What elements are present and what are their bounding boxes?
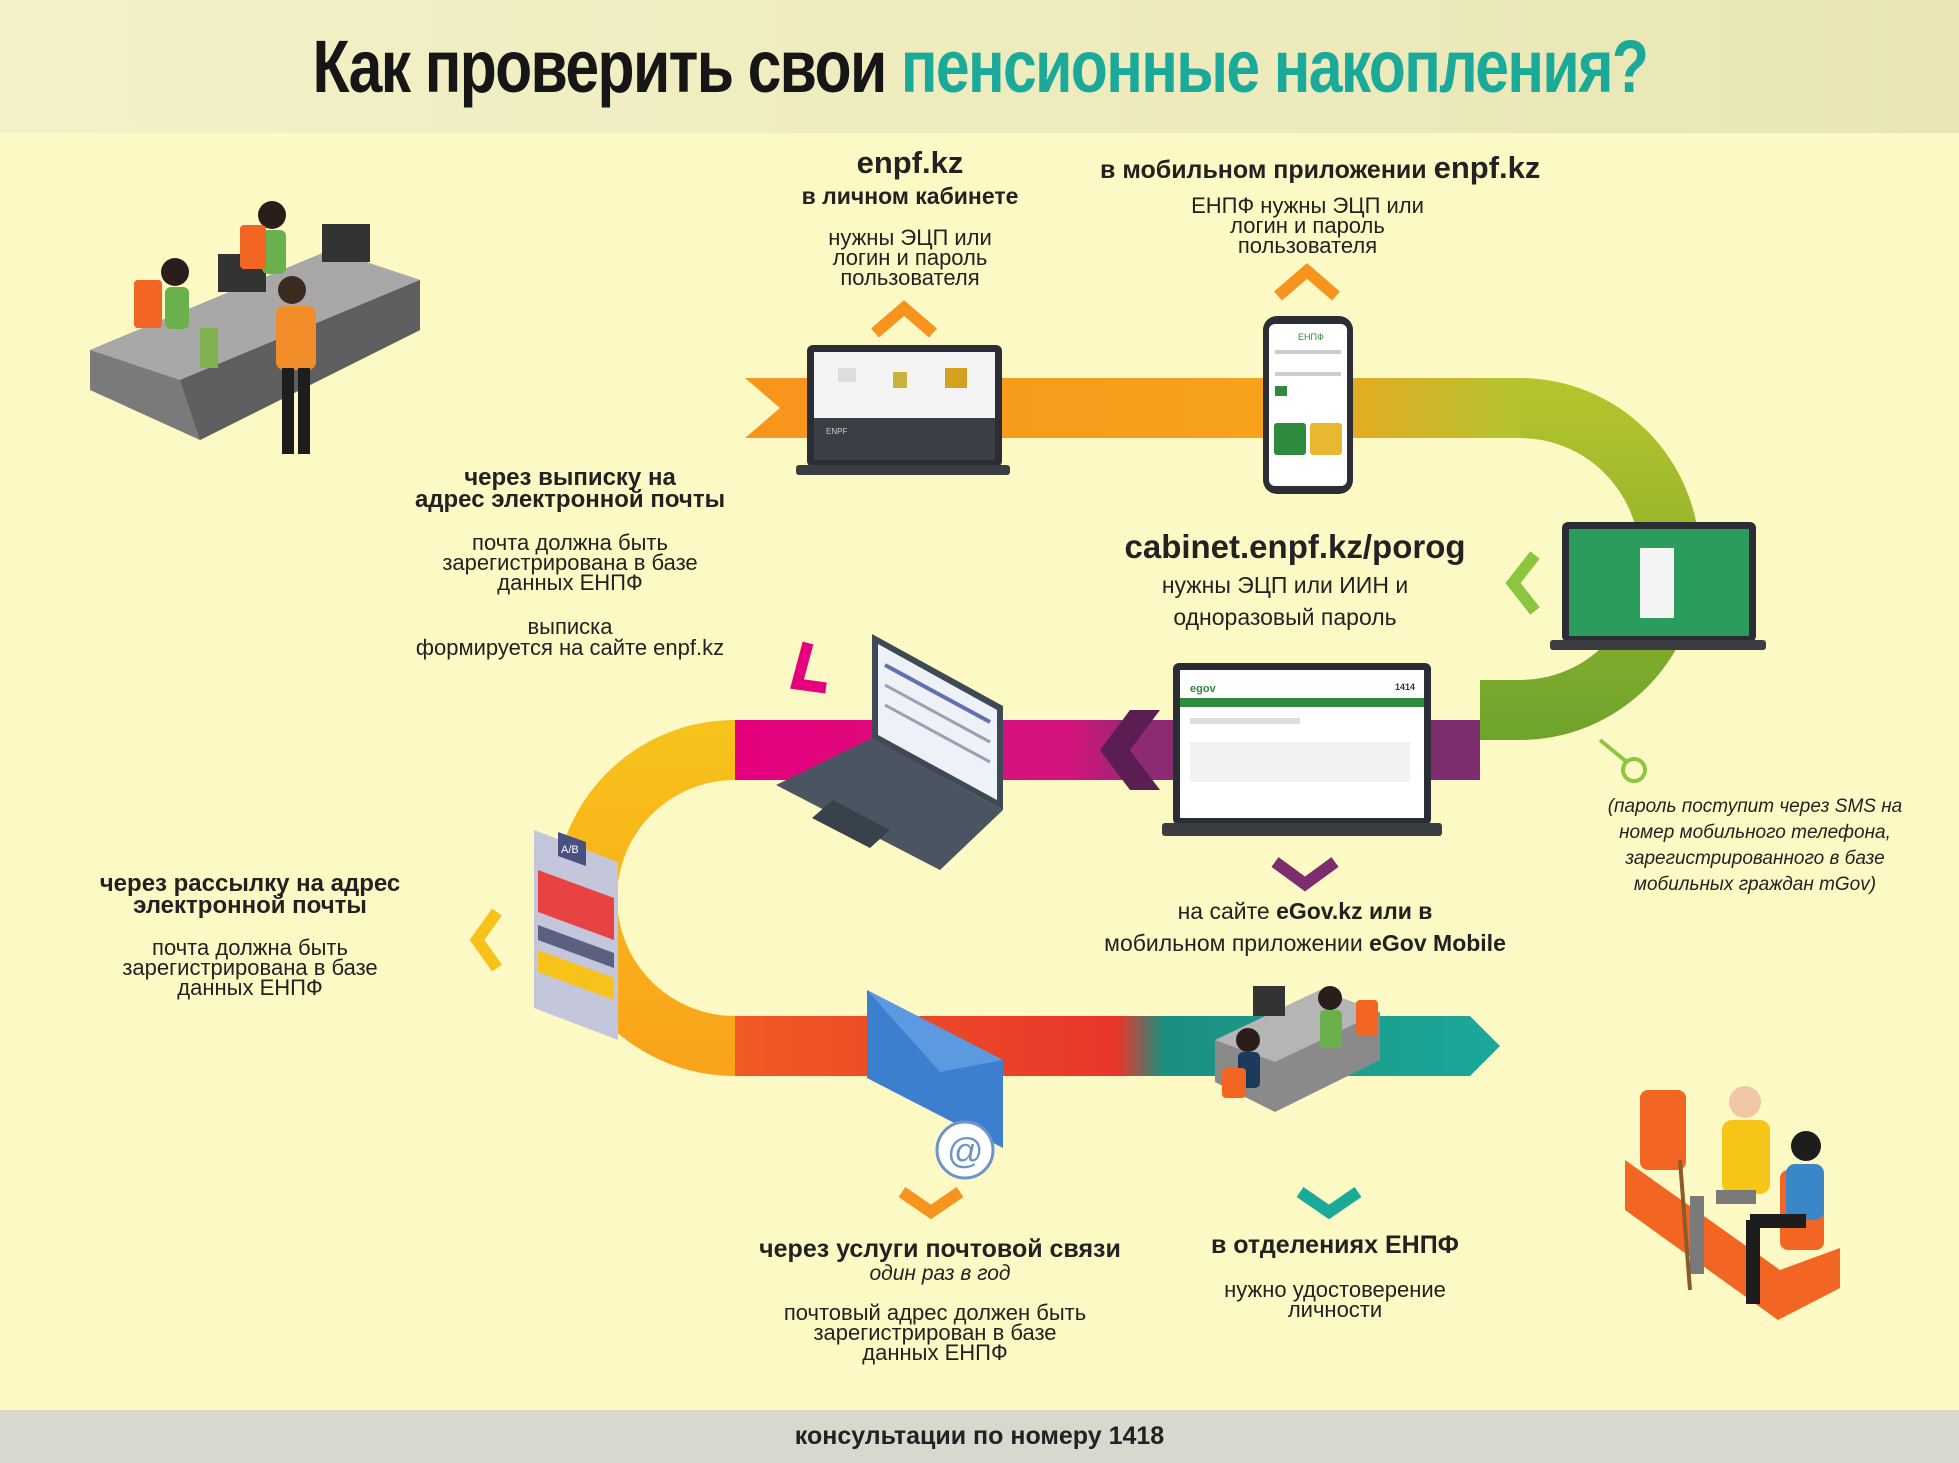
egov-line-1: на сайте eGov.kz или в (1060, 898, 1550, 925)
egov-phone-text: 1414 (1395, 682, 1415, 692)
newsletter-req-2: зарегистрирована в базе (122, 955, 378, 980)
statement-req-1: почта должна быть (472, 530, 668, 555)
enpf-branch-office-illustration (1215, 986, 1380, 1112)
statement-note-2: формируется на сайте enpf.kz (415, 635, 725, 660)
branch-req-2: личности (1287, 1297, 1383, 1322)
egov-logo-text: egov (1190, 683, 1217, 695)
envelope-email-icon: @ (867, 990, 1003, 1180)
chevron-down-icon (1296, 1187, 1362, 1220)
title-accent: пенсионные накопления? (900, 25, 1648, 108)
egov-line-2-bold: eGov Mobile (1369, 930, 1506, 956)
enpf-site-subheading: в личном кабинете (801, 183, 1019, 209)
phone-header-text: ЕНПФ (1298, 332, 1324, 342)
sms-note-3: зарегистрированного в базе (1625, 848, 1885, 869)
path-bottom (735, 1016, 1500, 1076)
title-part1: Как проверить свои (312, 25, 901, 108)
postal-frequency: один раз в год (869, 1262, 1011, 1285)
mobile-app-req-3: пользователя (1237, 233, 1378, 258)
mobile-app-heading-prefix: в мобильном приложении (1100, 156, 1427, 184)
egov-line-2-prefix: мобильном приложении (1104, 930, 1370, 956)
chevron-up-icon (871, 300, 937, 338)
enpf-site-req-3: пользователя (840, 265, 980, 290)
mobile-app-req-1: ЕНПФ нужны ЭЦП или (1191, 193, 1424, 218)
egov-line-2: мобильном приложении eGov Mobile (1050, 930, 1560, 957)
chevron-left-icon (1505, 551, 1540, 615)
chevron-diagonal-icon (790, 641, 827, 694)
sms-note-4: мобильных граждан mGov) (1633, 874, 1877, 895)
egov-line-1-bold: eGov.kz или в (1276, 898, 1433, 924)
header-bar: Как проверить свои пенсионные накопления… (0, 0, 1959, 133)
sms-note-2: номер мобильного телефона, (1619, 822, 1891, 843)
office-counter-illustration (90, 201, 420, 454)
pin-icon (1598, 738, 1647, 783)
statement-heading-2: адрес электронной почты (414, 486, 726, 513)
page-title: Как проверить свои пенсионные накопления… (312, 24, 1648, 109)
postal-req-3: данных ЕНПФ (862, 1340, 1008, 1365)
postal-req-2: зарегистрирован в базе (813, 1320, 1057, 1345)
porog-heading: cabinet.enpf.kz/porog (1124, 528, 1466, 565)
newsletter-req-3: данных ЕНПФ (177, 975, 323, 1000)
laptop-logo-text: ENPF (826, 427, 847, 436)
porog-req-2: одноразовый пароль (1173, 604, 1397, 630)
pensioners-illustration (1625, 1086, 1840, 1320)
statement-req-3: данных ЕНПФ (497, 570, 643, 595)
laptop-enpf-icon: ENPF (796, 345, 1010, 475)
mobile-app-req-2: логин и пароль (1230, 213, 1385, 238)
postal-heading: через услуги почтовой связи (759, 1235, 1121, 1263)
enpf-site-req-1: нужны ЭЦП или (828, 225, 992, 250)
egov-line-1-prefix: на сайте (1177, 898, 1277, 924)
newsletter-req-1: почта должна быть (152, 935, 348, 960)
statement-heading-1: через выписку на (464, 464, 676, 491)
statement-req-2: зарегистрирована в базе (442, 550, 698, 575)
postal-req-1: почтовый адрес должен быть (783, 1300, 1087, 1325)
newsletter-label-text: A/B (561, 844, 579, 856)
newsletter-heading-1: через рассылку на адрес (99, 870, 401, 897)
chevron-left-icon (469, 908, 502, 972)
enpf-site-req-2: логин и пароль (832, 245, 988, 270)
branch-heading: в отделениях ЕНПФ (1210, 1231, 1460, 1259)
newsletter-heading-2: электронной почты (133, 892, 367, 919)
newsletter-document-icon: A/B (534, 830, 618, 1040)
mobile-app-heading-suffix: enpf.kz (1433, 150, 1541, 185)
at-sign-text: @ (947, 1130, 984, 1171)
chevron-down-icon (1271, 857, 1339, 892)
smartphone-app-icon: ЕНПФ (1263, 316, 1353, 494)
sms-note-1: (пароль поступит через SMS на (1607, 796, 1903, 817)
chevron-up-icon (1274, 263, 1340, 301)
branch-req-1: нужно удостоверение (1224, 1277, 1446, 1302)
laptop-egov-icon: egov 1414 (1162, 663, 1442, 836)
statement-note-1: выписка (527, 614, 613, 639)
laptop-statement-icon (776, 634, 1003, 870)
enpf-site-heading: enpf.kz (856, 145, 964, 180)
chevron-down-icon (898, 1187, 964, 1220)
mobile-app-heading: в мобильном приложении enpf.kz (1100, 150, 1540, 186)
footer-hotline: консультации по номеру 1418 (0, 1410, 1959, 1463)
porog-req-1: нужны ЭЦП или ИИН и (1161, 572, 1409, 598)
laptop-porog-icon (1550, 522, 1766, 650)
